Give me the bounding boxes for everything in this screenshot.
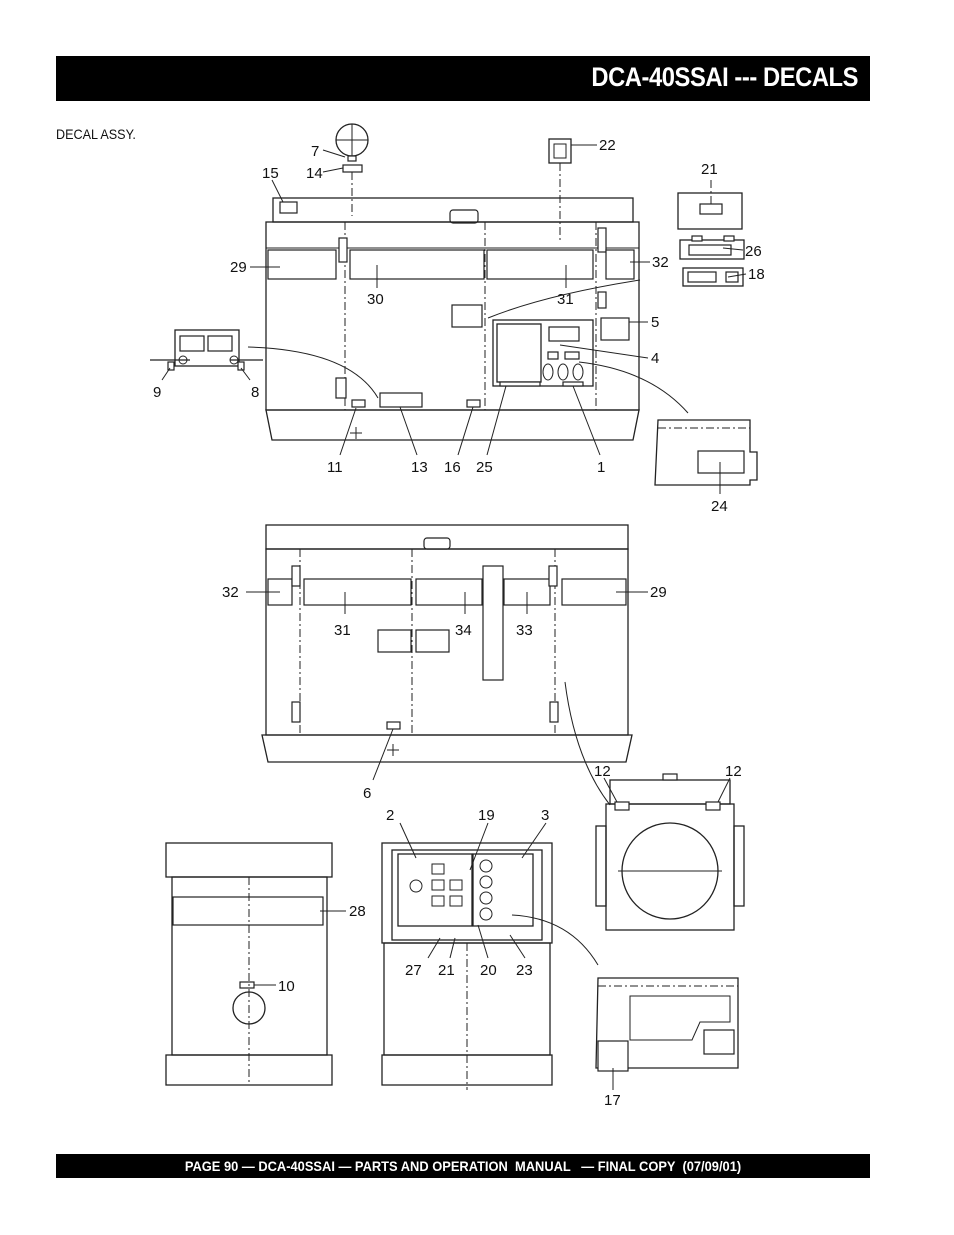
callout-32-front: 32 — [652, 254, 669, 271]
callout-4: 4 — [651, 350, 659, 367]
callout-21-top: 21 — [701, 161, 718, 178]
callout-26: 26 — [745, 243, 762, 260]
callout-12-right: 12 — [725, 763, 742, 780]
callout-labels: 7 14 15 22 21 26 18 29 30 31 32 5 4 9 8 … — [153, 137, 765, 1109]
callout-30: 30 — [367, 291, 384, 308]
handle-detail — [150, 329, 263, 371]
footer-text: PAGE 90 — DCA-40SSAI — PARTS AND OPERATI… — [184, 1158, 742, 1174]
callout-3: 3 — [541, 807, 549, 824]
panel-detail-24 — [654, 419, 758, 486]
callout-31-rear: 31 — [334, 622, 351, 639]
header-bar: DCA-40SSAI --- DECALS — [56, 56, 870, 101]
callout-9: 9 — [153, 384, 161, 401]
callout-8: 8 — [251, 384, 259, 401]
callout-21-bottom: 21 — [438, 962, 455, 979]
callout-23: 23 — [516, 962, 533, 979]
callout-5: 5 — [651, 314, 659, 331]
page-title: DCA-40SSAI --- DECALS — [591, 62, 858, 92]
callout-7: 7 — [311, 143, 319, 160]
callout-31-front: 31 — [557, 291, 574, 308]
callout-28: 28 — [349, 903, 366, 920]
left-end-view — [165, 842, 333, 1086]
leader-lines — [161, 144, 747, 1090]
callout-27: 27 — [405, 962, 422, 979]
callout-32-rear: 32 — [222, 584, 239, 601]
callout-17: 17 — [604, 1092, 621, 1109]
front-view — [247, 123, 689, 441]
callout-11: 11 — [327, 459, 343, 476]
callout-33: 33 — [516, 622, 533, 639]
callout-10: 10 — [278, 978, 295, 995]
callout-14: 14 — [306, 165, 323, 182]
control-end-view — [381, 842, 599, 1090]
callout-25: 25 — [476, 459, 493, 476]
callout-12-left: 12 — [594, 763, 611, 780]
callout-22: 22 — [599, 137, 616, 154]
callout-20: 20 — [480, 962, 497, 979]
callout-24: 24 — [711, 498, 728, 515]
callout-18: 18 — [748, 266, 765, 283]
callout-1: 1 — [597, 459, 605, 476]
callout-29-front: 29 — [230, 259, 247, 276]
callout-6: 6 — [363, 785, 371, 802]
callout-34: 34 — [455, 622, 472, 639]
section-label: DECAL ASSY. — [56, 126, 136, 142]
callout-2: 2 — [386, 807, 394, 824]
exploded-decals-top-right — [677, 180, 745, 287]
radiator-end-view — [595, 773, 745, 931]
callout-13: 13 — [411, 459, 428, 476]
callout-16: 16 — [444, 459, 461, 476]
callout-19: 19 — [478, 807, 495, 824]
callout-29-rear: 29 — [650, 584, 667, 601]
callout-15: 15 — [262, 165, 279, 182]
panel-detail-17 — [595, 977, 739, 1072]
rear-view — [261, 524, 633, 806]
footer-bar: PAGE 90 — DCA-40SSAI — PARTS AND OPERATI… — [56, 1154, 870, 1178]
